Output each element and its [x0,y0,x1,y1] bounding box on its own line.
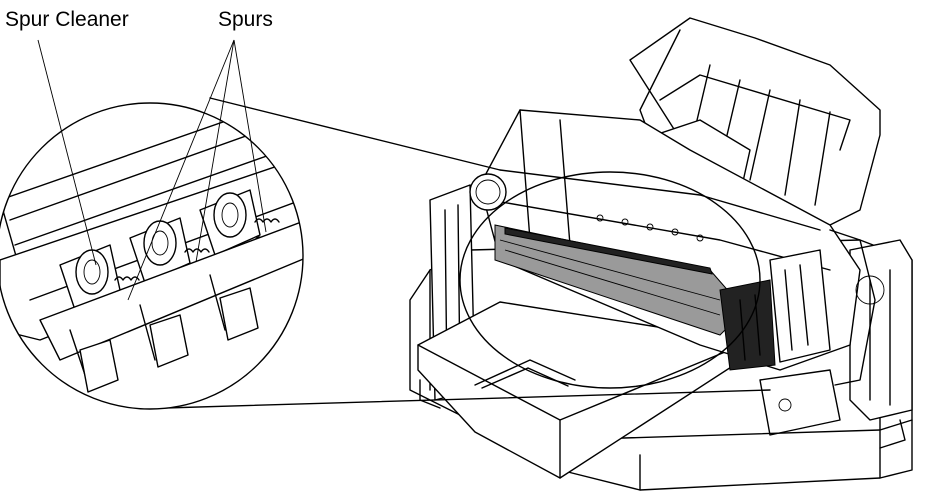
magnifier-leader-bottom [164,389,771,409]
magnified-region-outline [459,171,761,389]
callout-pointers [37,39,267,301]
spurs-label: Spurs [218,8,273,31]
spur-cleaner-label: Spur Cleaner [5,8,129,31]
magnifier-leader-top [209,97,501,171]
magnified-detail [0,102,304,410]
output-tray [417,301,743,479]
